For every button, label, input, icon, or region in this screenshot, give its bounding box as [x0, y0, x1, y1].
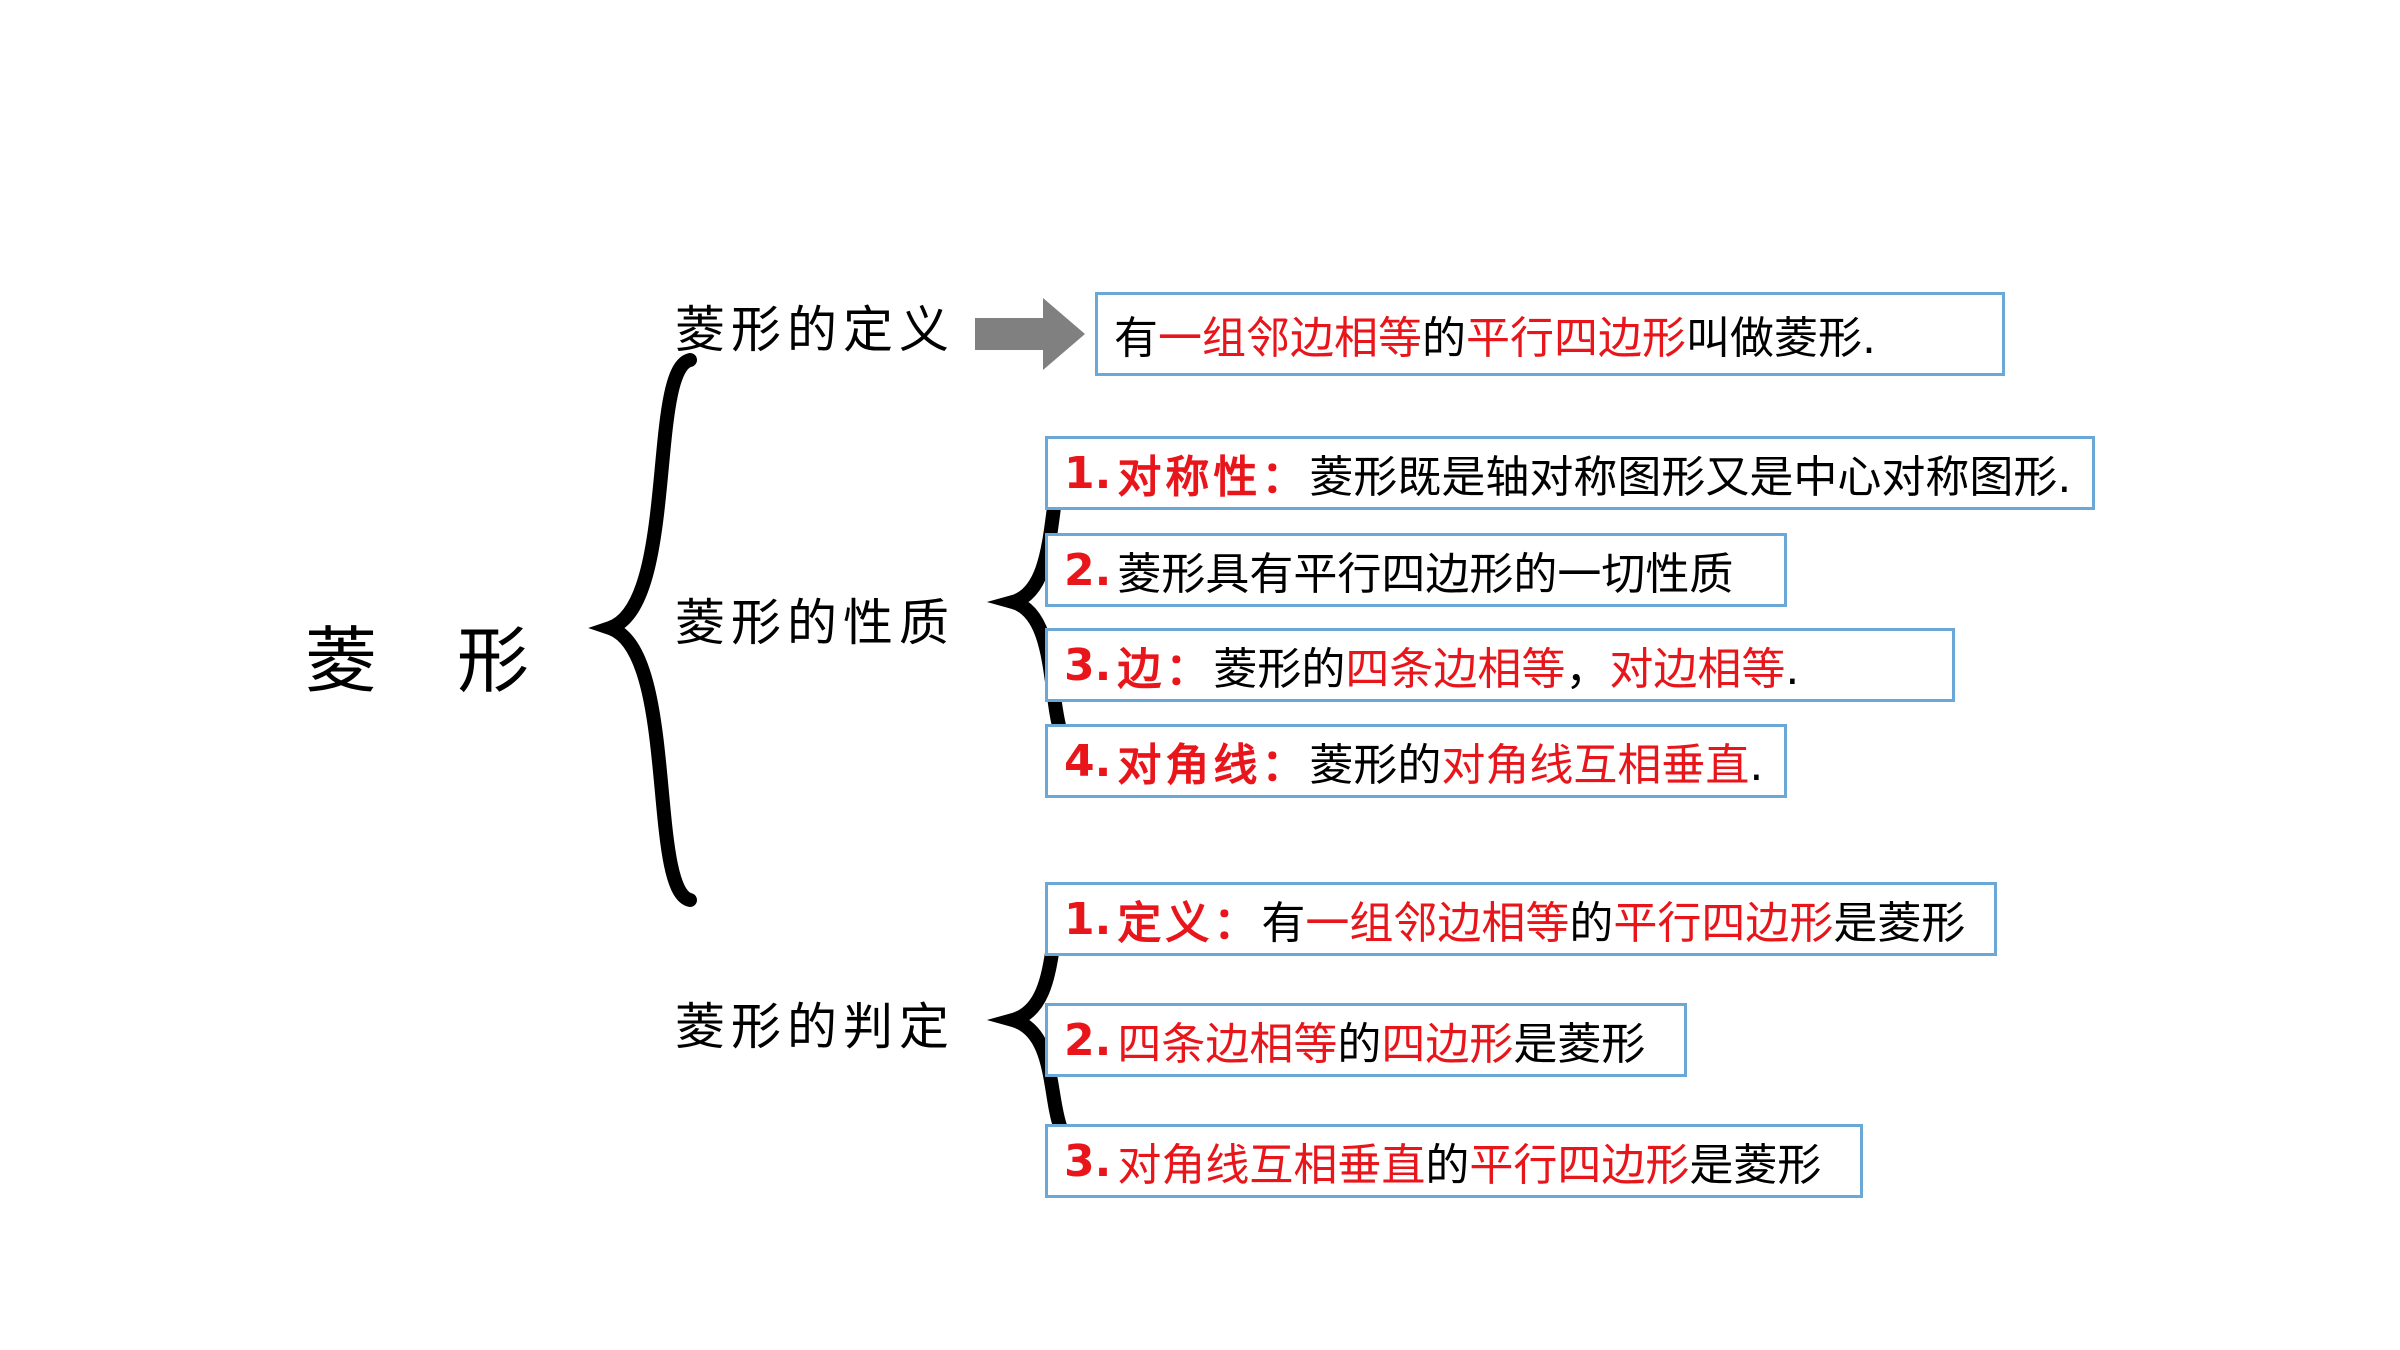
criteria-item-3: 3. 对角线互相垂直的平行四边形是菱形: [1045, 1124, 1863, 1198]
criteria-item-1: 1. 定义： 有一组邻边相等的平行四边形是菱形: [1045, 882, 1997, 956]
property-3-num: 3.: [1064, 639, 1112, 691]
text-run: 四条边相等: [1117, 1019, 1338, 1070]
property-3-text: 菱形的四条边相等，对边相等.: [1213, 633, 1799, 697]
text-run: .: [1785, 644, 1800, 695]
text-run: 有: [1261, 898, 1306, 949]
text-run: 有: [1114, 313, 1158, 364]
text-run: .: [1749, 740, 1764, 791]
text-run: 是菱形: [1833, 898, 1966, 949]
text-run: 的: [1569, 898, 1614, 949]
text-run: 菱形具有平行四边形的一切性质: [1117, 549, 1734, 600]
property-1-label: 对称性：: [1117, 452, 1310, 503]
text-run: 对角线互相垂直: [1441, 740, 1750, 791]
text-run: ，: [1565, 644, 1610, 695]
text-run: 对角线互相垂直: [1117, 1140, 1426, 1191]
criteria-3-text: 对角线互相垂直的平行四边形是菱形: [1117, 1129, 1821, 1193]
text-run: 平行四边形: [1466, 313, 1686, 364]
text-run: 平行四边形: [1469, 1140, 1690, 1191]
property-4-label: 对角线：: [1117, 740, 1310, 791]
property-1-text: 菱形既是轴对称图形又是中心对称图形.: [1309, 441, 2071, 505]
text-run: 的: [1422, 313, 1466, 364]
text-run: 一组邻边相等: [1305, 898, 1570, 949]
text-run: 菱形的: [1309, 740, 1442, 791]
text-run: 菱形既是轴对称图形又是中心对称图形.: [1309, 452, 2072, 503]
criteria-2-text: 四条边相等的四边形是菱形: [1117, 1008, 1645, 1072]
property-2-num: 2.: [1064, 544, 1112, 596]
text-run: 四条边相等: [1345, 644, 1566, 695]
text-run: 的: [1337, 1019, 1382, 1070]
property-item-2: 2. 菱形具有平行四边形的一切性质: [1045, 533, 1787, 607]
property-1-num: 1.: [1064, 447, 1112, 499]
criteria-2-num: 2.: [1064, 1014, 1112, 1066]
text-run: 是菱形: [1513, 1019, 1646, 1070]
criteria-3-num: 3.: [1064, 1135, 1112, 1187]
property-item-1: 1. 对称性： 菱形既是轴对称图形又是中心对称图形.: [1045, 436, 2095, 510]
criteria-1-label: 定义：: [1117, 898, 1262, 949]
criteria-1-num: 1.: [1064, 893, 1112, 945]
property-4-num: 4.: [1064, 735, 1112, 787]
property-item-3: 3. 边： 菱形的四条边相等，对边相等.: [1045, 628, 1955, 702]
property-4-text: 菱形的对角线互相垂直.: [1309, 729, 1763, 793]
text-run: 的: [1425, 1140, 1470, 1191]
definition-arrow: [975, 298, 1085, 370]
criteria-1-text: 有一组邻边相等的平行四边形是菱形: [1261, 887, 1965, 951]
text-run: 四边形: [1381, 1019, 1514, 1070]
text-run: 是菱形: [1689, 1140, 1822, 1191]
text-run: 一组邻边相等: [1158, 313, 1422, 364]
text-run: 菱形的: [1213, 644, 1346, 695]
property-3-label: 边：: [1117, 644, 1214, 695]
property-2-text: 菱形具有平行四边形的一切性质: [1117, 538, 1733, 602]
root-brace: [588, 353, 697, 907]
text-run: 平行四边形: [1613, 898, 1834, 949]
criteria-item-2: 2. 四条边相等的四边形是菱形: [1045, 1003, 1687, 1077]
root-title: 菱形: [305, 619, 610, 703]
branch-label-properties: 菱形的性质: [675, 594, 955, 652]
text-run: 对边相等: [1609, 644, 1786, 695]
property-item-4: 4. 对角线： 菱形的对角线互相垂直.: [1045, 724, 1787, 798]
text-run: 叫做菱形.: [1686, 313, 1876, 364]
definition-box: 有一组邻边相等的平行四边形叫做菱形.: [1095, 292, 2005, 376]
branch-label-definition: 菱形的定义: [675, 301, 955, 359]
definition-text: 有一组邻边相等的平行四边形叫做菱形.: [1114, 302, 1876, 366]
branch-label-criteria: 菱形的判定: [675, 998, 955, 1056]
